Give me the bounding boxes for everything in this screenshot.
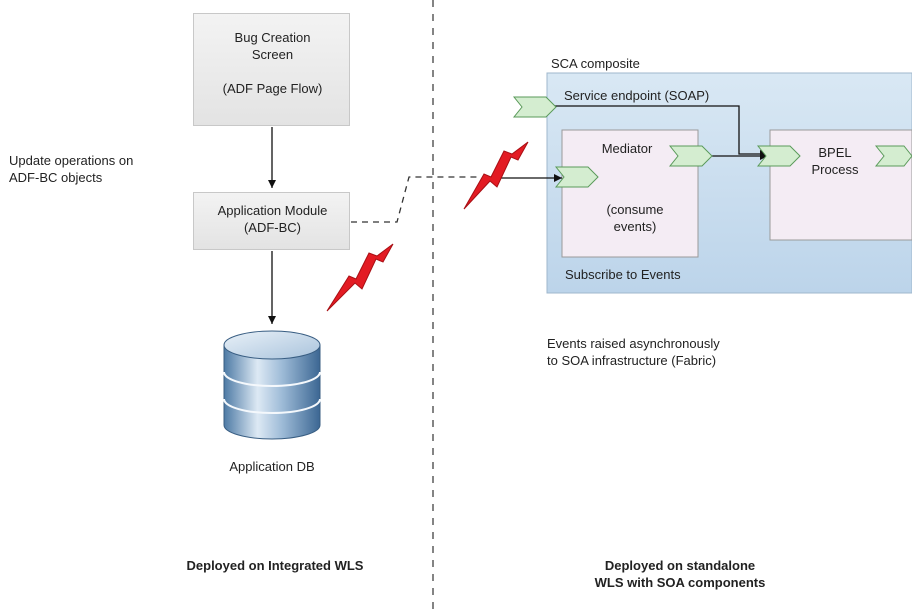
bug-screen-line3: (ADF Page Flow) [222,81,323,96]
service-endpoint-connector [512,96,557,118]
subscribe-label: Subscribe to Events [565,267,681,282]
app-module-line2: (ADF-BC) [243,220,302,235]
side-note-line1: Update operations on [9,153,134,168]
right-zone-footer-line2: WLS with SOA components [594,575,766,590]
events-note-line2: to SOA infrastructure (Fabric) [547,353,717,368]
database-icon [223,330,321,440]
application-module-box: Application Module (ADF-BC) [193,192,350,250]
mediator-out-connector [668,145,713,167]
right-zone-footer-line1: Deployed on standalone [604,558,756,573]
event-path-dashed [351,176,480,223]
arrow-service-to-bpel [555,105,768,158]
mediator-line2: events) [613,219,657,234]
mediator-in-connector [554,166,599,188]
left-zone-footer: Deployed on Integrated WLS [186,558,364,573]
bug-screen-line1: Bug Creation [234,30,311,45]
bpel-out-connector [874,145,912,167]
lightning-bolt-icon [326,243,394,312]
bpel-line1: BPEL [818,145,852,160]
events-note-line1: Events raised asynchronously [547,336,720,351]
database-label: Application DB [229,459,315,474]
bug-screen-line2: Screen [251,47,294,62]
mediator-title: Mediator [601,141,653,156]
service-endpoint-label: Service endpoint (SOAP) [564,88,710,103]
bpel-line2: Process [811,162,859,177]
lightning-bolt-icon [463,141,529,210]
side-note-line2: ADF-BC objects [9,170,103,185]
bpel-in-connector [756,145,801,167]
app-module-line1: Application Module [217,203,328,218]
mediator-line1: (consume [606,202,664,217]
bug-creation-screen-box: Bug Creation Screen (ADF Page Flow) [193,13,350,126]
composite-title: SCA composite [551,56,640,71]
